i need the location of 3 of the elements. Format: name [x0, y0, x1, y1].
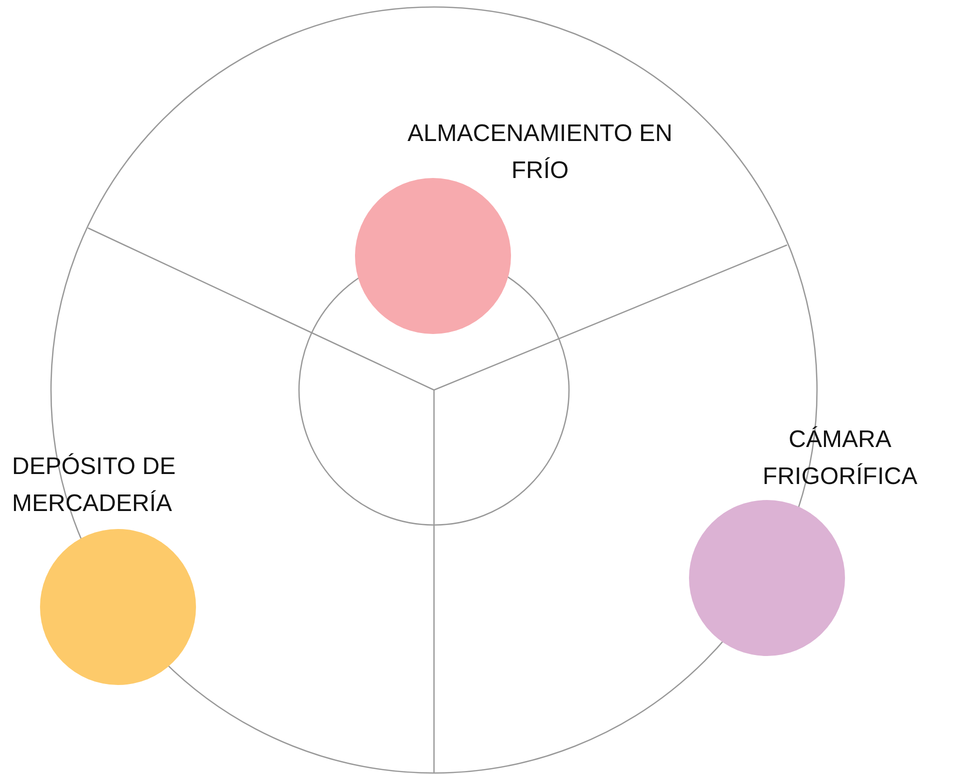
sector-label: ALMACENAMIENTO EN FRÍO: [406, 119, 674, 186]
sector-label: CÁMARA FRIGORÍFICA: [762, 425, 918, 492]
sector-label: DEPÓSITO DE MERCADERÍA: [12, 452, 177, 519]
